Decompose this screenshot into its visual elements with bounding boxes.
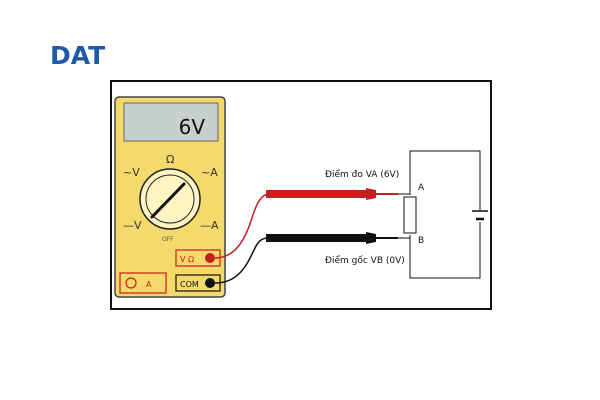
black-plug (205, 278, 215, 288)
probe-red-label: Điểm đo VA (6V) (325, 169, 399, 180)
black-test-lead (214, 232, 398, 284)
red-wire (214, 193, 269, 259)
red-probe-guard (366, 188, 376, 200)
amp-jack-circle (125, 277, 137, 289)
black-probe-guard (366, 232, 376, 244)
probe-black-label: Điểm gốc VB (0V) (325, 255, 405, 266)
dial-pointer (150, 182, 186, 219)
circuit-wire-top (409, 150, 481, 210)
multimeter: 6V ~V —V Ω ~A —A OFF V Ω COM A (114, 96, 226, 298)
dial-label-ohm: Ω (166, 153, 174, 166)
jack-voltage-ohm-label: V Ω (180, 255, 194, 264)
circuit: A B (398, 150, 488, 279)
circuit-wire-bottom (409, 222, 481, 279)
resistor (403, 196, 417, 234)
red-probe-handle (266, 190, 366, 198)
dial-label-ac-voltage: ~V (123, 166, 140, 179)
brand-logo: DAT (50, 41, 106, 70)
display-value: 6V (179, 115, 206, 139)
dial-label-dc-current: —A (200, 219, 219, 232)
black-probe-handle (266, 234, 366, 242)
dial-label-dc-voltage: —V (123, 219, 142, 232)
multimeter-display (123, 102, 219, 142)
black-wire (214, 237, 269, 284)
dial-inner-ring (145, 174, 195, 224)
red-plug (205, 253, 215, 263)
node-a-label: A (418, 183, 425, 193)
jack-amp-label: A (146, 280, 152, 289)
dial-label-ac-current: ~A (201, 166, 218, 179)
red-test-lead (214, 188, 398, 259)
node-b-label: B (418, 236, 424, 246)
dial-label-off: OFF (162, 236, 174, 243)
jack-com-label: COM (180, 280, 199, 289)
jack-amp[interactable] (119, 272, 167, 294)
